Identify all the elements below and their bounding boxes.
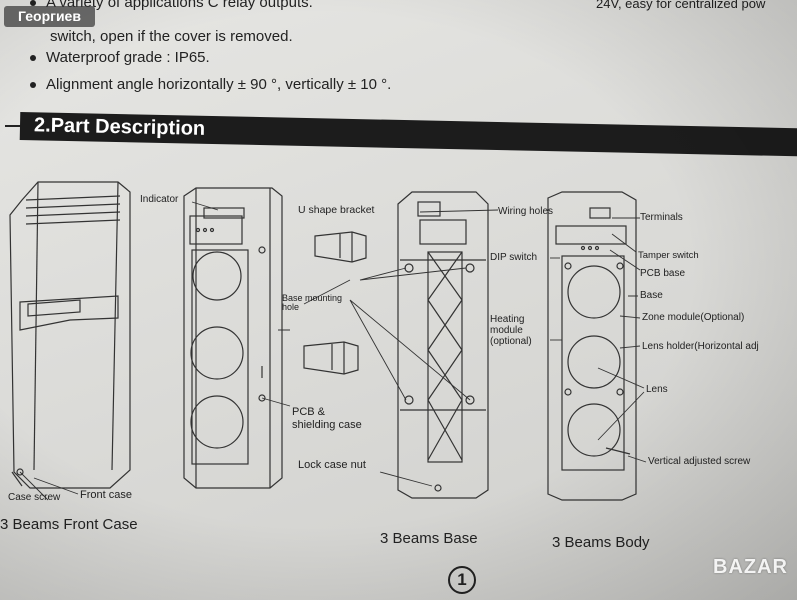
seller-name-badge[interactable]: Георгиев — [4, 6, 95, 27]
front-case-drawing — [9, 181, 131, 489]
label-u-bracket: U shape bracket — [298, 204, 375, 216]
body-drawing-left — [183, 187, 283, 489]
label-base-mounting-hole: Base mounting hole — [282, 293, 343, 312]
label-pcb-base: PCB base — [640, 268, 686, 279]
label-zone-module: Zone module(Optional) — [642, 312, 745, 323]
label-wiring-holes: Wiring holes — [498, 206, 554, 217]
label-case-screw: Case screw — [8, 492, 61, 503]
label-dip-switch: DIP switch — [490, 252, 538, 263]
caption-body: 3 Beams Body — [552, 534, 650, 551]
top-right-text: 24V, easy for centralized pow — [596, 0, 766, 11]
caption-front-case: 3 Beams Front Case — [0, 516, 138, 533]
bullet-dot — [30, 82, 36, 89]
label-lens: Lens — [646, 384, 668, 395]
label-terminals: Terminals — [640, 212, 683, 223]
label-lens-holder: Lens holder(Horizontal adj — [642, 341, 759, 352]
label-lock-case-nut: Lock case nut — [298, 459, 366, 471]
label-pcb-shielding: PCB & shielding case — [292, 406, 362, 431]
bullet-dot — [30, 0, 36, 7]
caption-base: 3 Beams Base — [380, 530, 478, 547]
feature-item: Alignment angle horizontally ± 90 °, ver… — [30, 76, 391, 93]
u-bracket-drawing — [303, 231, 367, 375]
feature-text: A variety of applications C relay output… — [46, 0, 313, 11]
section-rule — [5, 125, 21, 127]
leader-lines — [19, 201, 647, 501]
feature-text: switch, open if the cover is removed. — [50, 28, 293, 45]
bullet-dot — [30, 55, 36, 62]
feature-item: switch, open if the cover is removed. — [50, 28, 293, 45]
label-indicator: Indicator — [140, 194, 179, 205]
label-tamper-switch: Tamper switch — [638, 250, 699, 261]
page-number: 1 — [448, 566, 476, 594]
label-base: Base — [640, 290, 663, 301]
label-heating-module: Heating module (optional) — [490, 314, 532, 347]
watermark-logo: BAZAR — [713, 556, 788, 578]
label-front-case: Front case — [80, 489, 132, 501]
feature-text: Waterproof grade : IP65. — [46, 49, 210, 66]
feature-item: Waterproof grade : IP65. — [30, 49, 210, 66]
label-vertical-screw: Vertical adjusted screw — [648, 456, 751, 467]
feature-item: A variety of applications C relay output… — [30, 0, 313, 11]
base-drawing — [397, 191, 489, 499]
body-drawing-right — [547, 191, 637, 501]
feature-text: Alignment angle horizontally ± 90 °, ver… — [46, 76, 392, 93]
